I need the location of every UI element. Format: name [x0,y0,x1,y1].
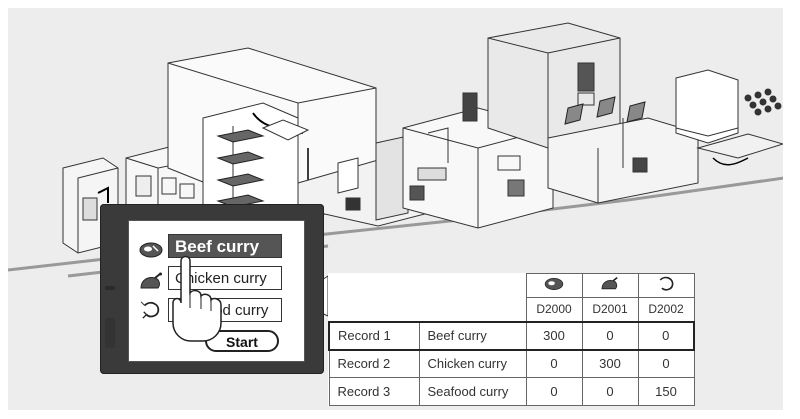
recipe-name: Seafood curry [419,378,526,406]
illustration-frame: Beef curry Chicken curry Seafood curry S… [8,8,783,410]
table-icon-cell [526,274,582,298]
value-cell: 0 [638,322,694,350]
meat-icon [138,240,164,260]
shrimp-icon [138,300,164,320]
value-cell: 300 [526,322,582,350]
record-label: Record 3 [329,378,419,406]
hmi-side-button[interactable] [105,286,115,290]
value-cell: 300 [582,350,638,378]
recipe-name: Beef curry [419,322,526,350]
device-header-cell: D2001 [582,298,638,322]
chicken-icon [138,272,164,292]
shrimp-icon [655,275,677,293]
value-cell: 0 [582,322,638,350]
pointing-hand-icon [163,253,233,343]
record-label: Record 1 [329,322,419,350]
record-label: Record 2 [329,350,419,378]
value-cell: 0 [582,378,638,406]
value-cell: 150 [638,378,694,406]
chicken-icon [599,276,621,292]
table-icon-row [329,274,694,298]
device-header-cell: D2002 [638,298,694,322]
table-row-record-2: Record 2 Chicken curry 0 300 0 [329,350,694,378]
table-icon-cell [582,274,638,298]
table-device-row: D2000 D2001 D2002 [329,298,694,322]
recipe-name: Chicken curry [419,350,526,378]
hmi-side-slot [105,318,115,348]
value-cell: 0 [526,378,582,406]
meat-icon [543,276,565,292]
table-row-record-3: Record 3 Seafood curry 0 0 150 [329,378,694,406]
table-row-record-1: Record 1 Beef curry 300 0 0 [329,322,694,350]
value-cell: 0 [526,350,582,378]
device-header-cell: D2000 [526,298,582,322]
value-cell: 0 [638,350,694,378]
table-icon-cell [638,274,694,298]
recipe-table: D2000 D2001 D2002 Record 1 Beef curry 30… [328,273,695,406]
